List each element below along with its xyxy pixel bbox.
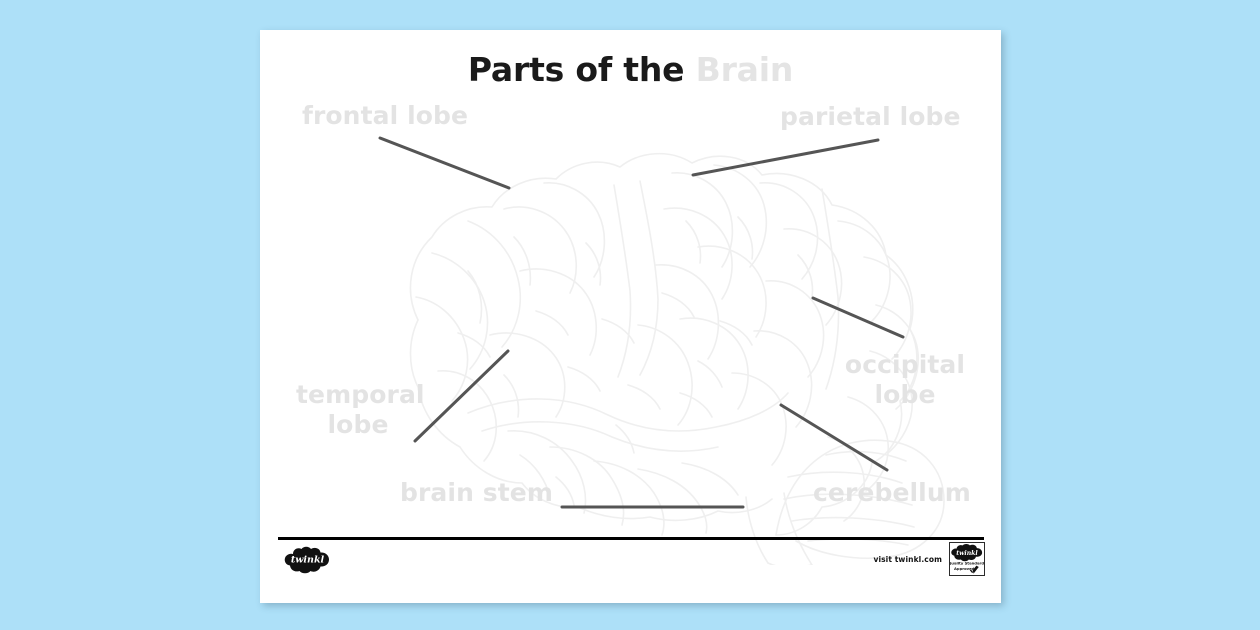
label-parietal-lobe: parietal lobe bbox=[780, 102, 961, 131]
twinkl-logo[interactable]: twinkl bbox=[284, 546, 332, 574]
check-mark-icon bbox=[972, 565, 979, 574]
page-title: Parts of the Brain bbox=[260, 50, 1001, 89]
label-frontal-lobe: frontal lobe bbox=[302, 101, 469, 130]
page-title-light-part: Brain bbox=[695, 50, 794, 89]
label-cerebellum: cerebellum bbox=[813, 478, 971, 507]
label-occipital-lobe: occipital lobe bbox=[844, 350, 966, 409]
worksheet-page: Parts of the Brain bbox=[260, 30, 1001, 603]
footer-divider bbox=[278, 537, 984, 540]
badge-line1-text: Quality Standard bbox=[950, 562, 984, 566]
label-brain-stem: brain stem bbox=[400, 478, 554, 507]
quality-standard-approved-badge: twinkl Quality Standard Approved bbox=[949, 542, 985, 576]
visit-url-text[interactable]: visit twinkl.com bbox=[873, 554, 942, 564]
label-temporal-lobe: temporal lobe bbox=[296, 380, 425, 439]
badge-line2-text: Approved bbox=[954, 567, 975, 571]
twinkl-logo-text: twinkl bbox=[291, 555, 325, 566]
footer-right-group: visit twinkl.com twinkl Quality Standard… bbox=[873, 542, 985, 576]
badge-brand-text: twinkl bbox=[956, 550, 978, 557]
page-title-dark-part: Parts of the bbox=[467, 50, 696, 89]
